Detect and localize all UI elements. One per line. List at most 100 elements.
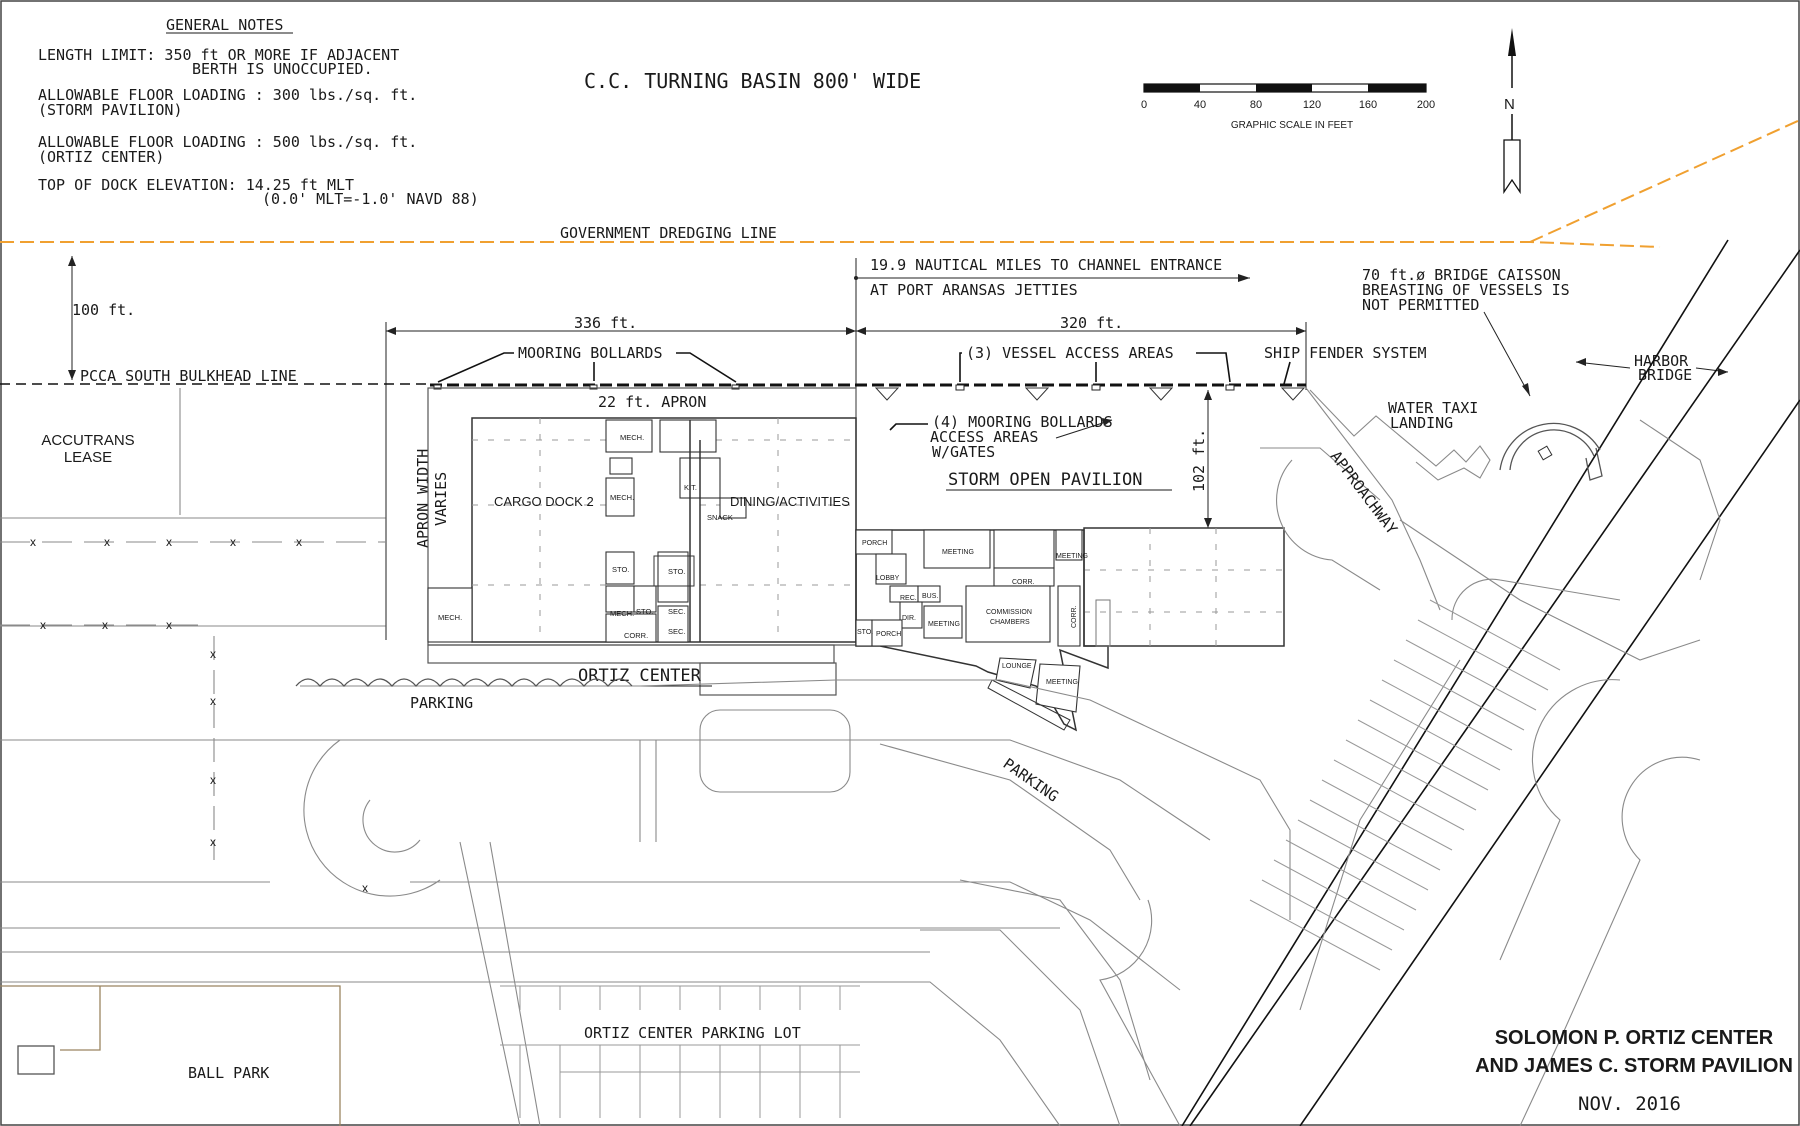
accutrans-line-2: LEASE bbox=[64, 449, 112, 466]
svg-text:x: x bbox=[362, 881, 368, 895]
room-label-lounge: LOUNGE bbox=[1002, 663, 1032, 670]
apron-label: 22 ft. APRON bbox=[598, 393, 706, 411]
government-dredging-line bbox=[0, 241, 1661, 248]
room-label-meeting-2: MEETING bbox=[1056, 553, 1088, 560]
svg-text:x: x bbox=[230, 535, 236, 549]
mooring-bollards-callout: MOORING BOLLARDS bbox=[433, 344, 740, 390]
room-label-rec: REC. bbox=[900, 595, 917, 602]
bulkhead-label: PCCA SOUTH BULKHEAD LINE bbox=[80, 367, 297, 385]
ortiz-parking-lot-label: ORTIZ CENTER PARKING LOT bbox=[584, 1024, 801, 1042]
room-label-sto-3: STO. bbox=[636, 607, 653, 616]
note-dock-elevation-cont: (0.0' MLT=-1.0' NAVD 88) bbox=[262, 190, 479, 208]
svg-text:x: x bbox=[40, 618, 46, 632]
room-label-mech-core: MECH. bbox=[610, 493, 634, 502]
apron-width-label: APRON WIDTH VARIES bbox=[414, 449, 450, 548]
accutrans-line-1: ACCUTRANS bbox=[41, 432, 134, 449]
mooring-bollard-triangles bbox=[874, 387, 1306, 401]
room-label-dining: DINING/ACTIVITIES bbox=[730, 494, 850, 509]
scale-tick-40: 40 bbox=[1194, 99, 1206, 111]
note-length-limit: LENGTH LIMIT: 350 ft OR MORE IF ADJACENT bbox=[38, 46, 399, 64]
room-label-sto-2: STO. bbox=[668, 567, 685, 576]
approachway-label: APPROACHWAY bbox=[1327, 448, 1401, 538]
ortiz-core-rooms bbox=[605, 419, 747, 643]
room-label-sec-1: SEC. bbox=[668, 607, 686, 616]
dim-320-label: 320 ft. bbox=[1060, 314, 1123, 332]
dredging-line-extension bbox=[1529, 119, 1800, 243]
ortiz-center-building: MECH. MECH. KIT. SNACK STO. STO. MECH. S… bbox=[427, 387, 857, 696]
graphic-scale: 0 40 80 120 160 200 GRAPHIC SCALE IN FEE… bbox=[1141, 83, 1435, 131]
water-taxi-line-1: WATER TAXI bbox=[1388, 399, 1478, 417]
note-floor-loading-storm-cont: (STORM PAVILION) bbox=[38, 101, 183, 119]
svg-text:x: x bbox=[104, 535, 110, 549]
note-floor-loading-ortiz-cont: (ORTIZ CENTER) bbox=[38, 148, 164, 166]
fence-lines bbox=[0, 541, 386, 860]
room-label-sto-1: STO. bbox=[612, 565, 629, 574]
mooring-4-line-1: (4) MOORING BOLLARDS bbox=[932, 413, 1113, 431]
room-label-commission-2: CHAMBERS bbox=[990, 619, 1030, 626]
ortiz-parking-lot-stalls bbox=[500, 985, 860, 1118]
water-taxi-landing: WATER TAXI LANDING bbox=[1309, 389, 1491, 481]
storm-pavilion-name: STORM OPEN PAVILION bbox=[948, 470, 1142, 490]
nautical-miles-line-1: 19.9 NAUTICAL MILES TO CHANNEL ENTRANCE bbox=[870, 256, 1222, 274]
room-label-snack: SNACK bbox=[707, 513, 733, 522]
scale-tick-0: 0 bbox=[1141, 99, 1147, 111]
scale-caption: GRAPHIC SCALE IN FEET bbox=[1231, 120, 1353, 131]
general-notes: GENERAL NOTES LENGTH LIMIT: 350 ft OR MO… bbox=[38, 16, 479, 208]
dredging-line-label: GOVERNMENT DREDGING LINE bbox=[560, 224, 777, 242]
vessel-access-label: (3) VESSEL ACCESS AREAS bbox=[966, 344, 1174, 362]
storm-pavilion-label: STORM OPEN PAVILION bbox=[946, 470, 1172, 491]
room-label-kit: KIT. bbox=[684, 483, 697, 492]
svg-text:x: x bbox=[296, 535, 302, 549]
harbor-bridge-line-2: BRIDGE bbox=[1638, 366, 1692, 384]
ortiz-column-grid bbox=[472, 418, 856, 642]
room-label-mech-north: MECH. bbox=[620, 433, 644, 442]
scale-tick-80: 80 bbox=[1250, 99, 1262, 111]
room-label-sec-2: SEC. bbox=[668, 627, 686, 636]
title-date: NOV. 2016 bbox=[1578, 1093, 1681, 1115]
ball-park-area: BALL PARK bbox=[0, 985, 341, 1126]
north-arrow-icon: N bbox=[1503, 28, 1521, 195]
room-label-meeting-3: MEETING bbox=[928, 621, 960, 628]
harbor-bridge-edge-east-2 bbox=[1299, 399, 1800, 1126]
title-block: SOLOMON P. ORTIZ CENTER AND JAMES C. STO… bbox=[1475, 1027, 1793, 1115]
room-label-bus: BUS. bbox=[922, 593, 938, 600]
room-label-corr-ortiz: CORR. bbox=[624, 631, 648, 640]
dimension-100ft: 100 ft. bbox=[68, 256, 135, 380]
room-label-meeting-1: MEETING bbox=[942, 549, 974, 556]
room-label-porch-north: PORCH bbox=[862, 540, 887, 547]
dimension-102ft: 102 ft. bbox=[1190, 390, 1212, 528]
room-label-porch-south: PORCH bbox=[876, 631, 901, 638]
harbor-bridge-label: HARBOR BRIDGE bbox=[1575, 352, 1729, 384]
road-network bbox=[0, 419, 1721, 1126]
svg-text:x: x bbox=[210, 773, 216, 787]
scale-tick-200: 200 bbox=[1417, 99, 1435, 111]
bridge-caisson-note: 70 ft.ø BRIDGE CAISSON BREASTING OF VESS… bbox=[1362, 266, 1570, 397]
dimension-336ft: 336 ft. bbox=[385, 314, 856, 390]
room-label-sto-storm: STO. bbox=[857, 629, 873, 636]
vessel-access-callout: (3) VESSEL ACCESS AREAS bbox=[955, 344, 1235, 391]
mooring-4-line-3: W/GATES bbox=[932, 443, 995, 461]
bridge-caisson bbox=[1499, 422, 1603, 481]
general-notes-heading: GENERAL NOTES bbox=[166, 16, 283, 34]
dim-100-label: 100 ft. bbox=[72, 301, 135, 319]
svg-text:x: x bbox=[30, 535, 36, 549]
dim-102-label: 102 ft. bbox=[1190, 429, 1208, 492]
ortiz-center-label: ORTIZ CENTER bbox=[578, 666, 702, 686]
mooring-bollards-gates-callout: (4) MOORING BOLLARDS ACCESS AREAS W/GATE… bbox=[889, 413, 1113, 461]
ship-fender-label: SHIP FENDER SYSTEM bbox=[1264, 344, 1427, 362]
room-label-dir: DIR. bbox=[902, 615, 916, 622]
note-length-limit-cont: BERTH IS UNOCCUPIED. bbox=[192, 60, 373, 78]
north-label: N bbox=[1504, 96, 1515, 113]
scale-tick-160: 160 bbox=[1359, 99, 1377, 111]
harbor-bridge-line-1: HARBOR bbox=[1634, 352, 1689, 370]
svg-text:x: x bbox=[210, 647, 216, 661]
svg-text:x: x bbox=[166, 535, 172, 549]
apron-width-line-2: VARIES bbox=[432, 472, 450, 526]
water-taxi-line-2: LANDING bbox=[1390, 414, 1453, 432]
ball-park-label: BALL PARK bbox=[188, 1064, 269, 1082]
apron-width-line-1: APRON WIDTH bbox=[414, 449, 432, 548]
caisson-line-2: BREASTING OF VESSELS IS bbox=[1362, 281, 1570, 299]
room-label-mech-south: MECH. bbox=[610, 609, 634, 618]
